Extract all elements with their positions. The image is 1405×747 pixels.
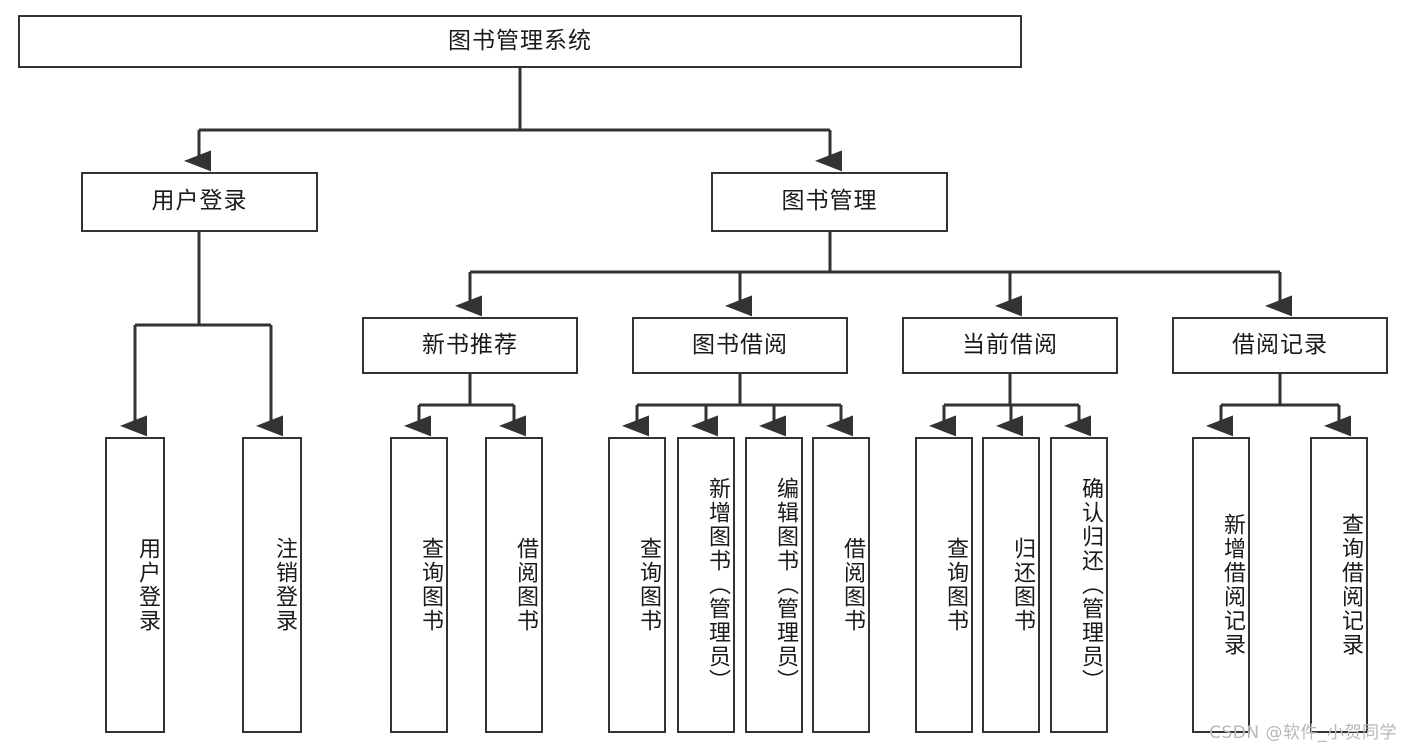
- leaf-label: 新增图书（管理员）: [705, 477, 730, 693]
- leaf-label: 注销登录: [272, 537, 297, 633]
- node-new-book-recommend[interactable]: 新书推荐: [362, 317, 578, 374]
- leaf-label: 查询图书: [418, 537, 443, 633]
- leaf-borrow-add-book[interactable]: 新增图书（管理员）: [677, 437, 735, 733]
- leaf-borrow-edit-book[interactable]: 编辑图书（管理员）: [745, 437, 803, 733]
- leaf-current-confirm-return[interactable]: 确认归还（管理员）: [1050, 437, 1108, 733]
- node-book-borrow-label: 图书借阅: [692, 331, 788, 358]
- leaf-label: 借阅图书: [840, 537, 865, 633]
- leaf-label: 借阅图书: [513, 537, 538, 633]
- node-book-management-label: 图书管理: [781, 188, 878, 215]
- node-borrow-record[interactable]: 借阅记录: [1172, 317, 1388, 374]
- node-root-label: 图书管理系统: [448, 27, 592, 54]
- node-book-management[interactable]: 图书管理: [711, 172, 948, 232]
- leaf-borrow-borrow-book[interactable]: 借阅图书: [812, 437, 870, 733]
- leaf-user-login-signin[interactable]: 用户登录: [105, 437, 165, 733]
- node-current-borrow-label: 当前借阅: [962, 331, 1058, 358]
- leaf-current-query-book[interactable]: 查询图书: [915, 437, 973, 733]
- leaf-current-return-book[interactable]: 归还图书: [982, 437, 1040, 733]
- leaf-label: 查询图书: [943, 537, 968, 633]
- leaf-recommend-borrow-book[interactable]: 借阅图书: [485, 437, 543, 733]
- node-book-borrow[interactable]: 图书借阅: [632, 317, 848, 374]
- watermark: CSDN @软件_小贺同学: [1209, 723, 1397, 743]
- leaf-record-add-record[interactable]: 新增借阅记录: [1192, 437, 1250, 733]
- leaf-label: 归还图书: [1010, 537, 1035, 633]
- leaf-borrow-query-book[interactable]: 查询图书: [608, 437, 666, 733]
- leaf-label: 编辑图书（管理员）: [773, 477, 798, 693]
- node-user-login-label: 用户登录: [151, 188, 248, 215]
- leaf-recommend-query-book[interactable]: 查询图书: [390, 437, 448, 733]
- node-current-borrow[interactable]: 当前借阅: [902, 317, 1118, 374]
- leaf-label: 查询图书: [636, 537, 661, 633]
- node-user-login[interactable]: 用户登录: [81, 172, 318, 232]
- leaf-user-login-signout[interactable]: 注销登录: [242, 437, 302, 733]
- node-new-book-recommend-label: 新书推荐: [422, 331, 518, 358]
- leaf-label: 确认归还（管理员）: [1078, 477, 1103, 693]
- node-root[interactable]: 图书管理系统: [18, 15, 1022, 68]
- leaf-label: 新增借阅记录: [1220, 513, 1245, 657]
- node-borrow-record-label: 借阅记录: [1232, 331, 1328, 358]
- leaf-label: 用户登录: [135, 537, 160, 633]
- leaf-record-query-record[interactable]: 查询借阅记录: [1310, 437, 1368, 733]
- leaf-label: 查询借阅记录: [1338, 513, 1363, 657]
